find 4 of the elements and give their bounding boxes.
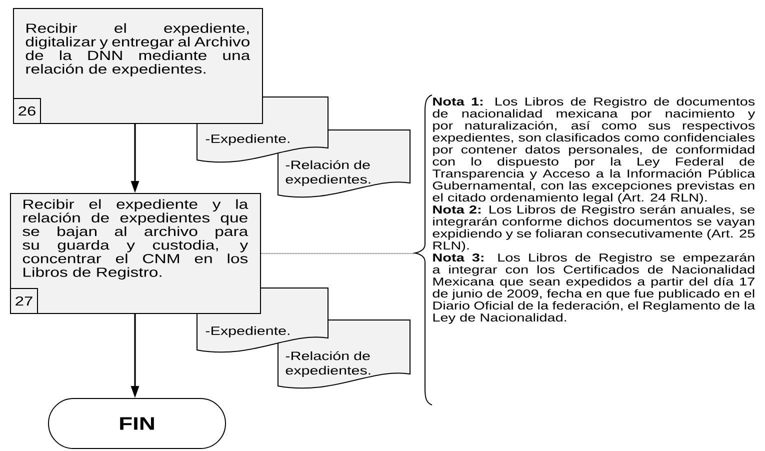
- leader-line: [260, 253, 416, 254]
- step-number: 27: [10, 288, 38, 314]
- annotation-note: Nota 1: Los Libros de Registro de documentos de nacionalidad mexicana por nacimiento y por naturalización, así como sus respectivos expedientes, son clasificados como confidenciales por contener datos personales, de conformidad con lo dispuesto por la Ley Federal de Transparencia y Acceso a la Información Pública Gubernamental, con las excepciones previstas en el citado ordenamiento legal (Art. 24 RLN). Nota 2: Los Libros de Registro serán anuales, se integrarán conforme dichos documentos se vayan expidiendo y se foliaran consecutivamente (Art. 25 RLN). Nota 3: Los Libros de Registro se empezarán a integrar con los Certificados de Nacionalidad Mexicana que sean expedidos a partir del día 17 de junio de 2009, fecha en que fue publicado en el Diario Oficial de la federación, el Reglamento de la Ley de Nacionalidad.: [414, 94, 756, 406]
- step-number: 26: [13, 98, 41, 124]
